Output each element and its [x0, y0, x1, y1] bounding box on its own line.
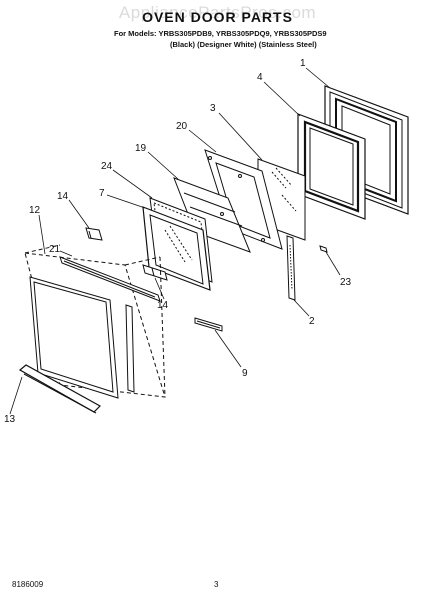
- callout-14-upper: 14: [57, 191, 69, 202]
- part-12-door-assembly-outline: [24, 244, 166, 398]
- watermark-text: AppliancePartsPros.com: [118, 3, 317, 22]
- callout-21: 21: [49, 244, 61, 255]
- callout-1: 1: [300, 58, 306, 69]
- part-14-clip-lower: [142, 264, 168, 281]
- callout-24: 24: [101, 161, 113, 172]
- callout-7: 7: [99, 188, 105, 199]
- callout-12: 12: [29, 205, 41, 216]
- callout-3: 3: [210, 103, 216, 114]
- callout-20: 20: [176, 121, 188, 132]
- callout-4: 4: [257, 72, 263, 83]
- colors-line: (Black) (Designer White) (Stainless Stee…: [170, 40, 317, 49]
- callout-2: 2: [309, 316, 315, 327]
- callout-labels: 1 4 3 20 19 24 14 7 12 21 14 2 23 9 13: [4, 58, 352, 425]
- page-number: 3: [214, 580, 219, 589]
- document-number: 8186009: [12, 580, 44, 589]
- callout-14-lower: 14: [157, 300, 169, 311]
- part-2-hinge-strip: [286, 235, 296, 301]
- part-21-top-channel: [59, 256, 161, 302]
- callout-19: 19: [135, 143, 147, 154]
- part-7-inner-glass: [142, 206, 211, 291]
- part-14-clip-upper: [85, 227, 103, 241]
- page-title: OVEN DOOR PARTS: [142, 9, 293, 25]
- callout-23: 23: [340, 277, 352, 288]
- callout-9: 9: [242, 368, 248, 379]
- callout-13: 13: [4, 414, 16, 425]
- part-19-inner-panel: [173, 177, 251, 253]
- part-23-fastener: [319, 245, 328, 253]
- callout-leader-lines: [9, 67, 341, 415]
- door-liner-panel: [29, 276, 135, 399]
- part-13-door-handle: [18, 364, 101, 414]
- part-4-door-frame: [297, 113, 366, 220]
- models-line: For Models: YRBS305PDB9, YRBS305PDQ9, YR…: [114, 29, 327, 38]
- part-9-rail: [194, 317, 223, 332]
